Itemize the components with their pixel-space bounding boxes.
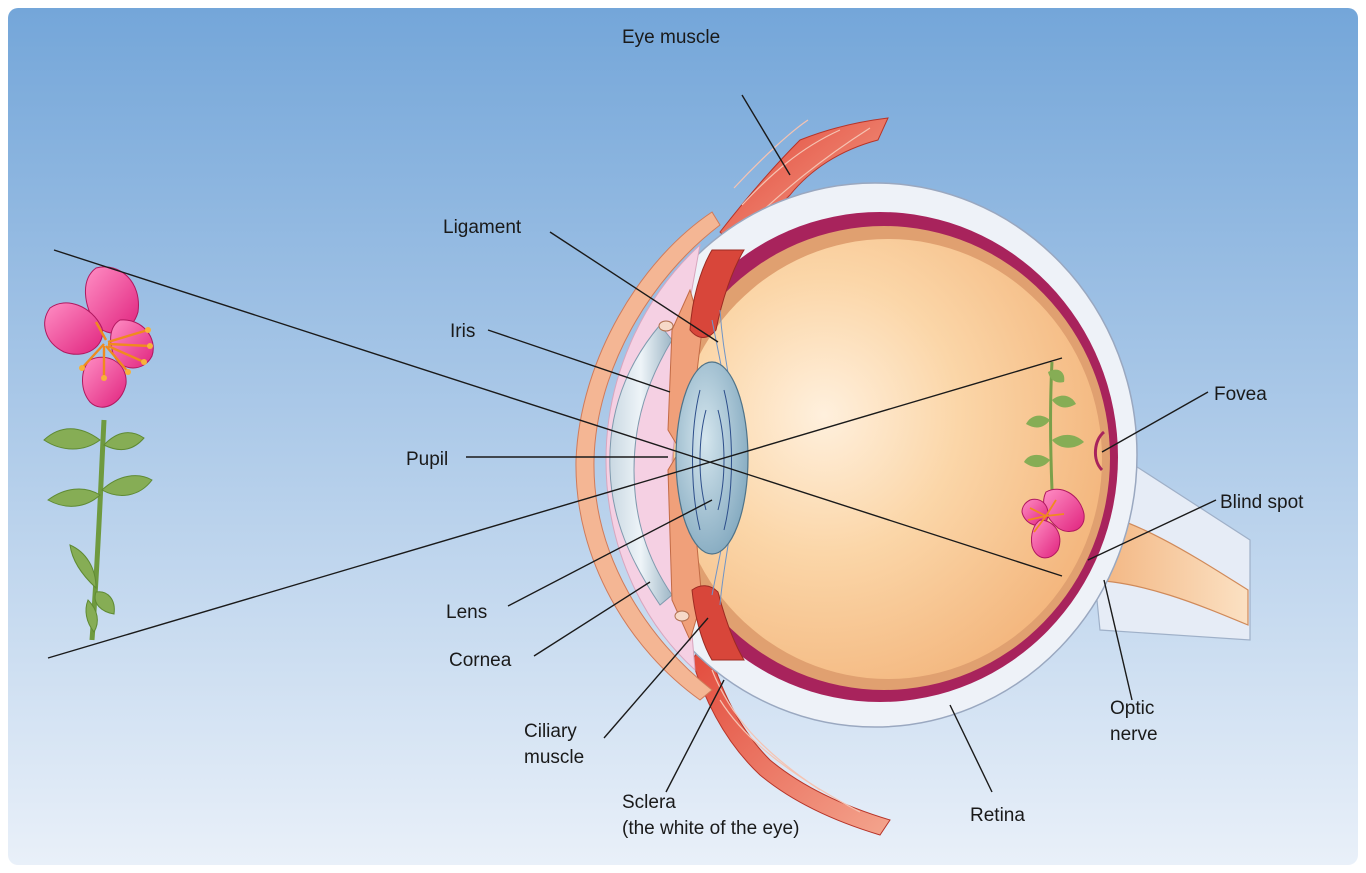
label-ciliary-muscle-1: Ciliary [524,721,577,742]
label-sclera-2: (the white of the eye) [622,818,799,839]
label-cornea: Cornea [449,650,512,671]
label-fovea: Fovea [1214,384,1267,405]
label-lens: Lens [446,602,487,623]
label-ciliary-muscle-2: muscle [524,747,584,768]
label-blind-spot: Blind spot [1220,492,1304,513]
label-iris: Iris [450,321,475,342]
label-pupil: Pupil [406,449,448,470]
label-optic-nerve-1: Optic [1110,698,1154,719]
label-eye-muscle: Eye muscle [622,27,720,48]
label-retina: Retina [970,805,1025,826]
label-sclera-1: Sclera [622,792,676,813]
label-optic-nerve-2: nerve [1110,724,1158,745]
label-ligament: Ligament [443,217,522,238]
